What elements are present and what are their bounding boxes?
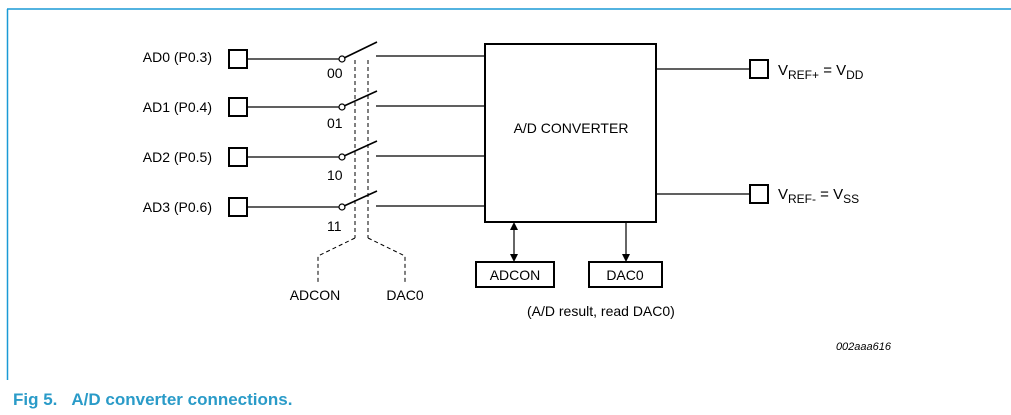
select-code: 11 <box>327 218 342 234</box>
input-pin <box>228 197 248 217</box>
select-code: 10 <box>327 167 343 183</box>
switch-contact <box>338 55 346 63</box>
vref-plus-label: VREF+ = VDD <box>778 62 864 82</box>
figure-id-code: 002aaa616 <box>836 341 892 353</box>
adcon-select-label: ADCON <box>290 287 341 303</box>
input-pin <box>228 49 248 69</box>
switch-lever <box>343 190 378 207</box>
switch-contact <box>338 203 346 211</box>
dac0-arrow-down-icon <box>622 254 630 262</box>
register-note: (A/D result, read DAC0) <box>527 303 675 319</box>
adcon-arrow-up-icon <box>510 222 518 230</box>
dac0-select-label: DAC0 <box>386 287 424 303</box>
adcon-select-leader <box>317 237 356 282</box>
adcon-register-label: ADCON <box>490 267 541 283</box>
adcon-arrow-down-icon <box>510 254 518 262</box>
switch-contact <box>338 153 346 161</box>
ad-converter-block <box>484 43 657 223</box>
switch-lever <box>343 140 378 157</box>
adcon-register <box>475 261 555 288</box>
switch-lever <box>343 41 378 59</box>
dac0-register-label: DAC0 <box>606 267 644 283</box>
vref-minus-pin <box>749 184 769 204</box>
switch-contact <box>338 103 346 111</box>
input-pin <box>228 147 248 167</box>
input-row-ad3: AD3 (P0.6) 11 <box>143 190 485 234</box>
switch-lever <box>343 90 378 107</box>
input-row-ad2: AD2 (P0.5) 10 <box>143 140 485 183</box>
vref-plus-pin <box>749 59 769 79</box>
caption-text: A/D converter connections. <box>71 390 292 409</box>
input-label: AD1 (P0.4) <box>143 99 212 115</box>
dac0-select-leader <box>367 237 406 282</box>
dac0-register <box>588 261 663 288</box>
input-label: AD0 (P0.3) <box>143 49 212 65</box>
caption-number: Fig 5. <box>13 390 57 409</box>
input-pin <box>228 97 248 117</box>
input-row-ad0: AD0 (P0.3) 00 <box>143 41 485 81</box>
figure-caption: Fig 5. A/D converter connections. <box>13 390 292 409</box>
input-row-ad1: AD1 (P0.4) 01 <box>143 90 485 131</box>
input-label: AD3 (P0.6) <box>143 199 212 215</box>
input-label: AD2 (P0.5) <box>143 149 212 165</box>
ad-converter-label: A/D CONVERTER <box>514 120 629 136</box>
vref-minus-label: VREF- = VSS <box>778 186 859 206</box>
select-code: 00 <box>327 65 343 81</box>
select-code: 01 <box>327 115 343 131</box>
